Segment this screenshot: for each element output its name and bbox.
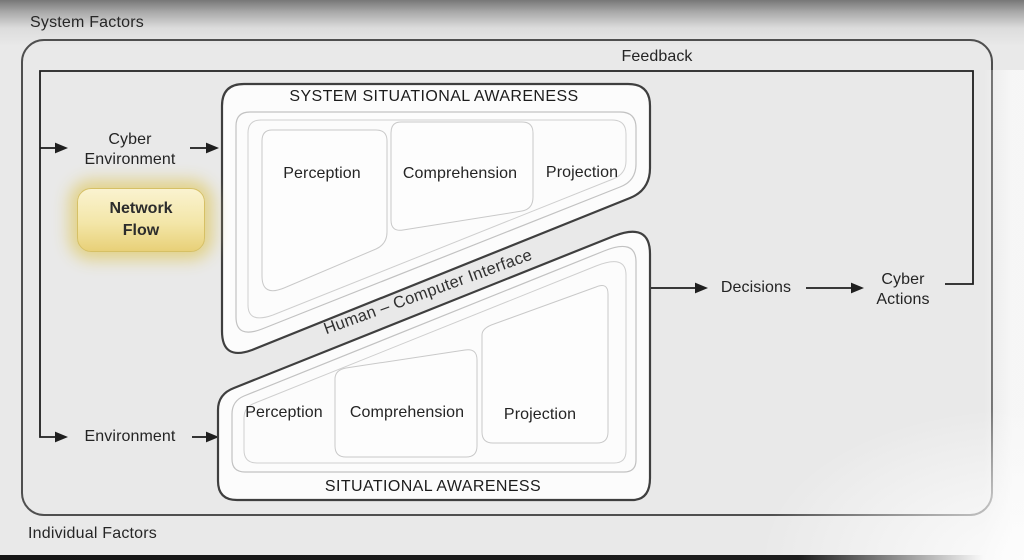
- system-sa-inner-outline-2: [247, 119, 627, 319]
- individual-sa-inner-outline-1: [231, 245, 637, 473]
- individual-sa-projection-label: Projection: [503, 406, 577, 423]
- individual-sa-comprehension-label: Comprehension: [349, 404, 465, 421]
- individual-sa-projection-box: [481, 285, 609, 444]
- feedback-label: Feedback: [621, 48, 693, 65]
- system-sa-title: SYSTEM SITUATIONAL AWARENESS: [289, 88, 579, 105]
- arrowhead-into-cyberactions: [851, 282, 864, 294]
- arrowhead-to-cyber-environment: [55, 142, 68, 154]
- system-sa-projection-label: Projection: [545, 164, 619, 181]
- system-sa-inner-outline-1: [235, 111, 637, 333]
- arrowhead-into-systemsa: [206, 142, 219, 154]
- system-sa-perception-box: [261, 129, 388, 292]
- network-flow-highlight: Network Flow: [77, 188, 205, 252]
- decisions-label: Decisions: [720, 279, 792, 296]
- individual-sa-comprehension-box: [334, 349, 478, 458]
- individual-sa-perception-label: Perception: [245, 404, 323, 421]
- system-sa-perception-label: Perception: [283, 165, 361, 182]
- system-factors-label: System Factors: [30, 14, 144, 31]
- system-sa-comprehension-box: [390, 121, 534, 231]
- environment-label: Environment: [84, 428, 176, 445]
- cyber-actions-label: Cyber Actions: [876, 271, 930, 308]
- arrowhead-into-individualsa: [206, 431, 219, 443]
- network-flow-label: Network Flow: [109, 200, 173, 239]
- arrowhead-into-decisions: [695, 282, 708, 294]
- individual-factors-label: Individual Factors: [28, 525, 157, 542]
- individual-sa-inner-outline-2: [243, 261, 627, 464]
- feedback-loop-line: [39, 70, 974, 438]
- individual-sa-title: SITUATIONAL AWARENESS: [324, 478, 542, 495]
- arrowhead-to-environment: [55, 431, 68, 443]
- cyber-environment-label: Cyber Environment: [84, 131, 176, 168]
- system-sa-comprehension-label: Comprehension: [402, 165, 518, 182]
